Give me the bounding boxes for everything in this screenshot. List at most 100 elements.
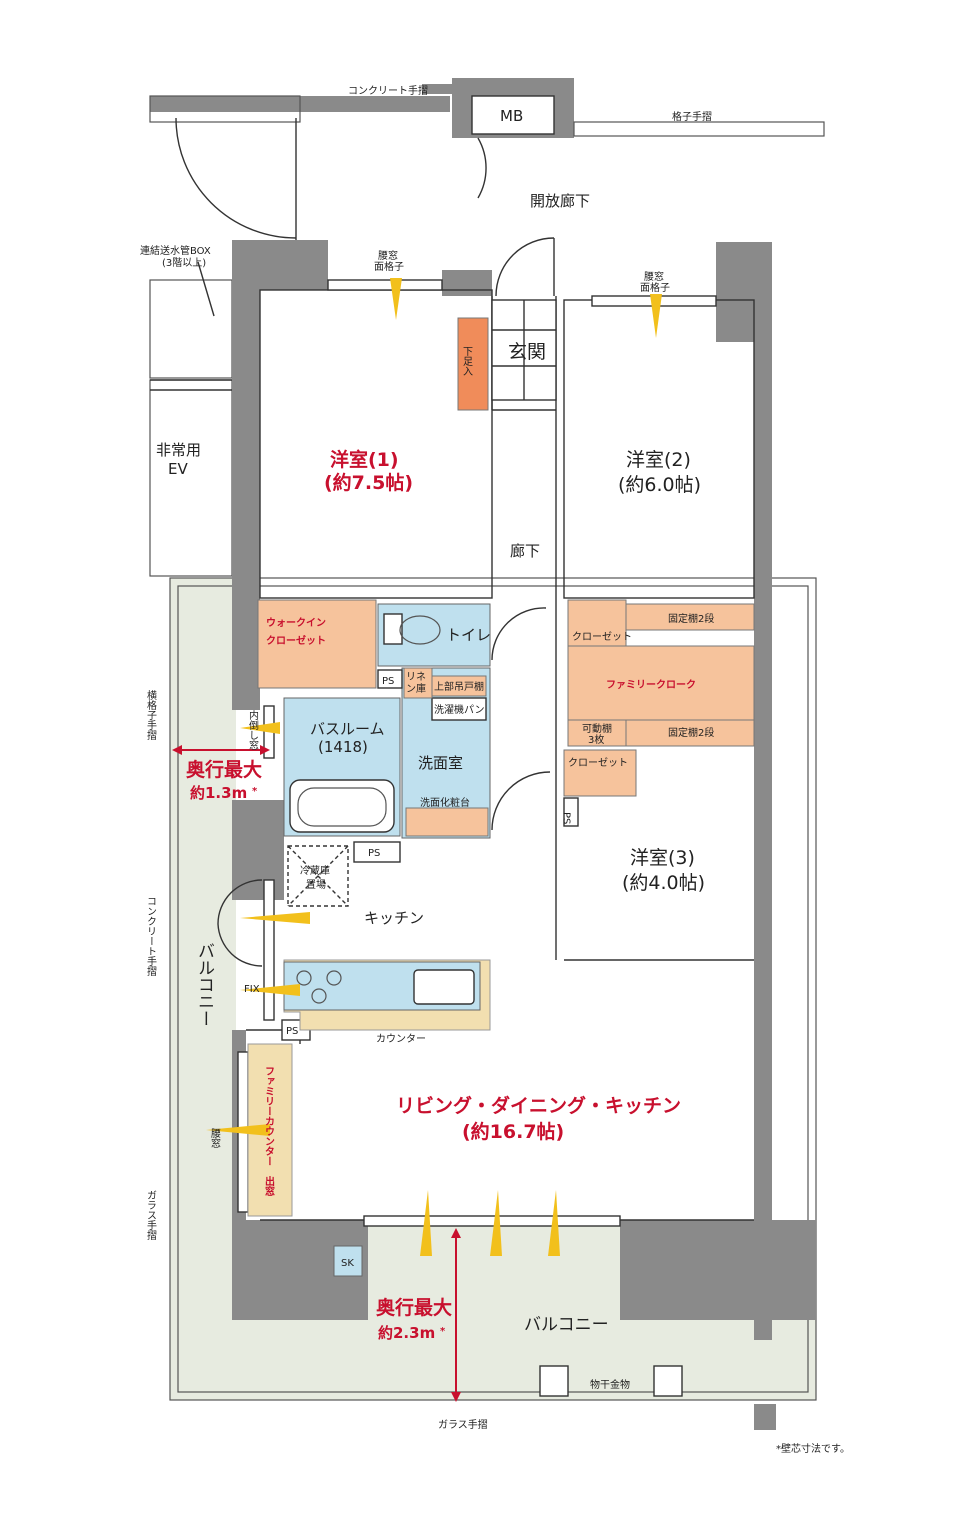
depth-bottom-mark: * [440,1326,446,1337]
balcony-side-label: バルコニー [194,942,214,1027]
linen-closet [403,667,433,699]
concrete-handrail-label: コンクリート手摺 [348,84,428,97]
family-counter-label: ファミリーカウンター [263,1066,275,1166]
stove-burners [296,970,342,1004]
handrail-outline-inner [177,585,809,1393]
western1-size: (約7.5帖) [324,471,413,494]
balcony-bottom-label: バルコニー [524,1315,609,1335]
ldk-name: リビング・ダイニング・キッチン [396,1094,681,1117]
family-cloak-label: ファミリークローク [606,679,696,691]
airflow-marks [206,278,662,1256]
sk-sink [333,1245,363,1277]
washer-pan-label: 洗濯機パン [434,703,485,716]
handrail-outline [169,577,817,1401]
drying-hardware-left [539,1365,569,1397]
waist-window-label-1: 腰窓 [378,249,398,262]
fix-label: FIX [244,984,260,995]
fixed-shelf-top [625,603,755,631]
emergency-ev-label-2: EV [168,460,188,478]
ps-box-3 [563,797,579,827]
lattice-window-label-1: 面格子 [374,260,404,273]
top-external [149,78,825,240]
linen-label-1: リネ [406,671,426,683]
ps-box-2 [353,841,401,863]
footnote: *壁芯寸法です。 [776,1442,850,1455]
ps-label-3: PS [561,812,572,824]
balcony-side-area [170,578,236,1400]
horizontal-lattice-label: 横格子手摺 [145,689,157,741]
lattice-handrail-label: 格子手摺 [672,110,712,123]
upper-cabinet-label: 上部吊戸棚 [434,680,484,693]
closet-bottom-label: クローゼット [568,757,628,769]
ps-label-1: PS [382,676,394,687]
pipe-box-label: 連結送水管BOX [140,244,211,257]
open-corridor-label: 開放廊下 [530,192,590,210]
movable-shelf-label-2: 3枚 [588,733,604,746]
entrance-label: 玄関 [508,341,546,363]
fixed-shelf-top-label: 固定棚2段 [668,612,714,625]
western2-name: 洋室(2) [626,449,691,471]
pipe-box-label-2: (3階以上) [162,257,206,269]
depth-side-value: 約1.3m [190,784,247,802]
mb-label: MB [500,107,523,125]
fridge-label-1: 冷蔵庫 [300,864,330,877]
depth-arrow-side [172,745,270,755]
western3-name: 洋室(3) [630,847,695,869]
western3-size: (約4.0帖) [622,872,705,894]
concrete-handrail-side-label: コンクリート手摺 [145,896,157,977]
fixed-shelf-bottom [625,719,755,747]
ldk-size: (約16.7帖) [462,1120,564,1143]
toilet-bowl [383,613,403,645]
toilet-door [491,607,547,661]
shoe-box [457,317,489,411]
kitchen-label: キッチン [364,909,424,927]
depth-side-title: 奥行最大 [186,758,262,781]
bathroom-size: (1418) [318,738,368,756]
fridge-label-2: 置場 [306,878,326,891]
entrance-door [495,237,555,297]
vanity-label: 洗面化粧台 [420,796,470,809]
sk-label: SK [341,1258,354,1269]
walls [232,240,816,1430]
bathtub [289,779,395,833]
depth-bottom-title: 奥行最大 [376,1296,452,1319]
walkin-label-1: ウォークイン [266,617,326,629]
closet-top-label: クローゼット [572,631,632,643]
movable-shelf-label-1: 可動棚 [582,722,612,735]
western1-name: 洋室(1) [330,448,399,471]
ps-label-2: PS [368,848,380,859]
counter-label: カウンター [376,1033,426,1045]
fixed-shelf-bottom-label: 固定棚2段 [668,726,714,739]
shoe-box-label: 下足入 [461,346,473,376]
bay-window-label: 出窓 [263,1175,275,1196]
waist-window-label-2: 腰窓 [644,270,664,283]
linen-label-2: ン庫 [406,682,426,695]
closet-bottom [563,749,637,797]
emergency-ev-label: 非常用 [156,441,201,459]
depth-side-mark: * [252,786,258,797]
vanity [405,807,489,837]
toilet-label: トイレ [446,626,491,644]
walkin-label-2: クローゼット [266,634,326,647]
corridor-label: 廊下 [510,542,540,560]
bathroom-name: バスルーム [310,720,385,738]
movable-shelf [567,719,627,747]
western2-size: (約6.0帖) [618,474,701,496]
depth-arrow-bottom [451,1228,461,1402]
family-cloak-area [567,645,755,721]
ps-label-4: PS [286,1026,298,1037]
left-shaft [149,261,233,577]
lattice-window-label-2: 面格子 [640,281,670,294]
glass-handrail-bottom-label: ガラス手摺 [438,1418,488,1431]
sink [413,969,475,1005]
inward-tilt-label: 内倒し窓 [247,709,259,750]
glass-handrail-side-label: ガラス手摺 [145,1190,157,1241]
ps-box-1 [377,669,403,689]
washer-pan [431,697,487,721]
drying-hardware-right [653,1365,683,1397]
walkin-closet [257,599,377,689]
waist-window-label-3: 腰窓 [209,1128,221,1148]
drying-hardware-label: 物干金物 [590,1378,630,1391]
depth-bottom-value: 約2.3m [378,1324,435,1342]
